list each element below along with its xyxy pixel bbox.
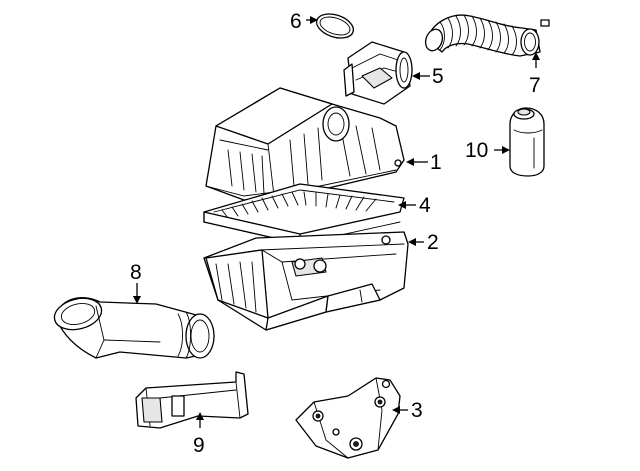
- part-3-mount-bracket: [295, 377, 401, 459]
- part-4-filter-element: [203, 183, 405, 245]
- part-7-intake-hose: [424, 14, 550, 57]
- callout-10: 10: [465, 139, 488, 162]
- part-9-duct-bracket: [135, 371, 249, 429]
- part-5-airflow-housing: [343, 41, 413, 105]
- part-8-inlet-duct: [53, 297, 215, 359]
- part-2-lower-housing: [203, 231, 409, 331]
- callout-4: 4: [419, 194, 431, 217]
- part-1-upper-cover: [205, 87, 405, 201]
- callout-2: 2: [427, 231, 439, 254]
- callout-labels: 6 5 7 10 1 4 2 8 9 3: [130, 10, 541, 457]
- callout-6: 6: [290, 10, 302, 33]
- leader-lines: [133, 16, 540, 428]
- callout-7: 7: [529, 74, 541, 97]
- callout-5: 5: [432, 65, 444, 88]
- callout-9: 9: [193, 434, 205, 457]
- callout-8: 8: [130, 261, 142, 284]
- part-10-reservoir: [509, 107, 545, 177]
- callout-1: 1: [430, 151, 442, 174]
- callout-3: 3: [411, 399, 423, 422]
- part-6-seal-ring: [315, 13, 355, 39]
